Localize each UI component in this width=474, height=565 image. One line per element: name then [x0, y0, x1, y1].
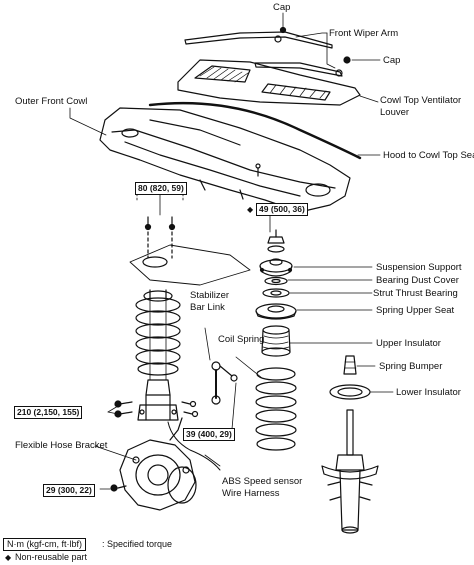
leader-lines [69, 12, 394, 490]
outer-front-cowl-label: Outer Front Cowl [15, 96, 88, 107]
torque-49: 49 (500, 36) [256, 203, 308, 216]
flexible-hose-bracket-label: Flexible Hose Bracket [15, 440, 108, 451]
upper-insulator-drawing [261, 325, 291, 357]
abs-wire-harness-drawing [167, 421, 221, 471]
lower-insulator-drawing [329, 384, 371, 400]
non-reusable-diamond-icon: ◆ [5, 553, 12, 562]
stabilizer-label: Stabilizer [190, 290, 230, 301]
torque-29: 29 (300, 22) [43, 484, 95, 497]
hood-to-cowl-top-seal-label: Hood to Cowl Top Seal [383, 150, 474, 161]
suspension-support-nut-drawing [267, 229, 285, 253]
torque-80: 80 (820, 59) [135, 182, 187, 195]
spring-bumper-label: Spring Bumper [379, 361, 443, 372]
cowl-top-ventilator-louver-label: Louver [380, 107, 410, 118]
cap-right-drawing [343, 56, 351, 64]
shock-absorber-drawing [321, 409, 379, 534]
suspension-support-label: Suspension Support [376, 262, 462, 273]
outer-front-cowl-drawing [99, 107, 351, 213]
torque-39: 39 (400, 29) [183, 428, 235, 441]
strut-tower-body-mount [129, 231, 251, 286]
abs-speed-sensor-label: ABS Speed sensor [222, 476, 303, 487]
bearing-dust-cover-drawing [264, 276, 288, 286]
hood-to-cowl-top-seal-drawing [148, 101, 362, 160]
upper-insulator-label: Upper Insulator [376, 338, 441, 349]
strut-thrust-bearing-label: Strut Thrust Bearing [373, 288, 458, 299]
suspension-support-drawing [259, 258, 293, 277]
cap-top-label: Cap [273, 2, 291, 13]
cowl-fastener-screws [144, 163, 261, 231]
non-reusable-diamond-49: ◆ [247, 205, 254, 214]
spring-bumper-drawing [343, 355, 357, 375]
coil-spring-drawing [255, 367, 297, 451]
bearing-dust-cover-label: Bearing Dust Cover [376, 275, 459, 286]
front-wiper-arm-label: Front Wiper Arm [329, 28, 399, 39]
lower-insulator-label: Lower Insulator [396, 387, 461, 398]
specified-torque-legend-text: : Specified torque [102, 539, 173, 549]
strut-thrust-bearing-drawing [262, 288, 290, 298]
knuckle-bolt-drawing [110, 484, 127, 492]
cap-top-drawing [279, 26, 287, 34]
torque-210: 210 (2,150, 155) [14, 406, 83, 419]
steering-knuckle-drawing [119, 417, 197, 511]
spring-upper-seat-drawing [255, 303, 297, 320]
assembled-strut-drawing [135, 289, 181, 421]
cap-right-label: Cap [383, 55, 401, 66]
spring-upper-seat-label: Spring Upper Seat [376, 305, 455, 316]
stabilizer-bar-link-drawing [211, 361, 238, 405]
bar-link-label: Bar Link [190, 302, 225, 313]
wire-harness-label: Wire Harness [222, 488, 280, 499]
coil-spring-label: Coil Spring [218, 334, 265, 345]
front-wiper-arm-drawing [184, 31, 343, 77]
torque-unit-legend-box: N·m (kgf-cm, ft·lbf) [3, 538, 86, 551]
strut-to-knuckle-bolts-drawing [114, 400, 199, 418]
cowl-top-ventilator-label: Cowl Top Ventilator [380, 95, 462, 106]
non-reusable-part-legend-text: Non-reusable part [15, 552, 88, 562]
cowl-top-ventilator-louver-drawing [177, 59, 361, 106]
